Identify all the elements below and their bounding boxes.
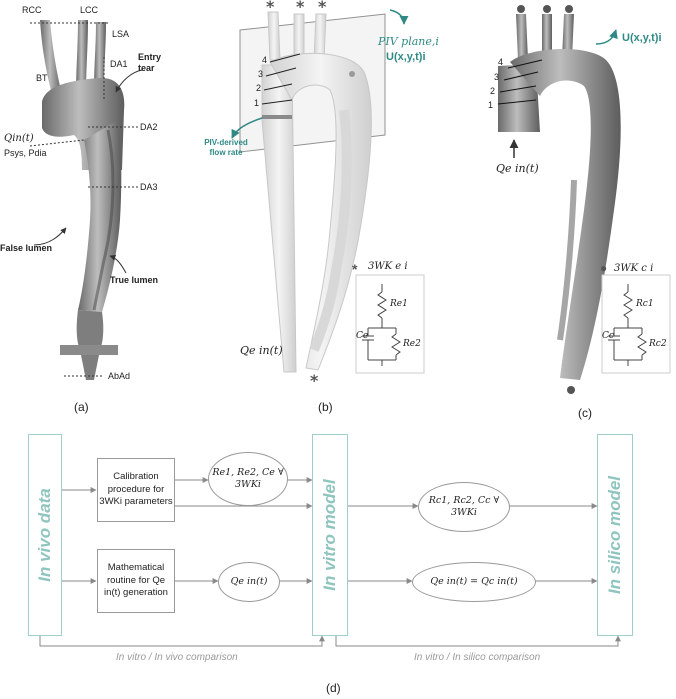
piv-plane-label: PIV plane,i	[378, 35, 439, 48]
plane-number-4-c: 4	[498, 57, 504, 67]
asterisk-icon: *	[352, 261, 358, 277]
lsa-label: LSA	[112, 29, 130, 39]
velocity-label-b: U(x,y,t)i	[386, 51, 426, 63]
phantom-model-b: * * * *	[231, 0, 409, 390]
plane-number-2-b: 2	[256, 83, 262, 93]
r2-label-b: Re2	[403, 339, 421, 349]
params-c-text: Rc1, Rc2, Cc ∀ 3WKi	[428, 494, 500, 518]
qe-ellipse: Qe in(t)	[218, 562, 280, 602]
plane-number-1-c: 1	[488, 100, 494, 110]
silico-comparison-label: In vitro / In silico comparison	[414, 652, 541, 663]
cfd-model-c	[497, 5, 621, 394]
false-lumen-label: False lumen	[0, 243, 53, 253]
in-vitro-box: In vitro model	[312, 434, 348, 636]
rcc-label: RCC	[22, 5, 42, 15]
aorta-model-a	[29, 20, 143, 380]
wk-label-c: 3WK c i	[614, 263, 654, 274]
abad-label: AbAd	[108, 371, 131, 381]
windkessel-circuit-c	[601, 274, 671, 374]
svg-text:*: *	[310, 371, 319, 390]
plane-number-3-c: 3	[494, 72, 500, 82]
calibration-box: Calibration procedure for 3WKi parameter…	[97, 458, 175, 522]
bt-label: BT	[36, 73, 48, 83]
piv-flow-rate-label: PIV-derived flow rate	[204, 138, 248, 157]
panel-a-caption: (a)	[74, 400, 89, 414]
panel-c-caption: (c)	[578, 406, 592, 420]
svg-text:*: *	[266, 0, 275, 16]
calibration-text: Calibration procedure for 3WKi parameter…	[99, 471, 173, 508]
c-label-b: Ce	[356, 331, 369, 341]
params-e-ellipse: Re1, Re2, Ce ∀ 3WKi	[208, 452, 288, 506]
psys-pdia-label: Psys, Pdia	[4, 148, 47, 158]
params-e-text: Re1, Re2, Ce ∀ 3WKi	[212, 466, 284, 490]
da1-label: DA1	[110, 59, 128, 69]
dot-icon: ●	[600, 261, 608, 275]
c-label-c: Cc	[602, 331, 614, 341]
r1-label-c: Rc1	[636, 299, 654, 309]
panel-d-caption: (d)	[326, 681, 341, 695]
flowchart-connectors	[37, 477, 621, 647]
velocity-label-c: U(x,y,t)i	[622, 32, 662, 44]
plane-number-2-c: 2	[490, 86, 496, 96]
in-silico-box: In silico model	[597, 434, 633, 636]
in-vitro-label: In vitro model	[320, 479, 339, 591]
in-silico-label: In silico model	[605, 475, 624, 595]
in-vivo-label: In vivo data	[35, 488, 54, 582]
true-lumen-label: True lumen	[110, 275, 159, 285]
math-routine-text: Mathematical routine for Qe in(t) genera…	[104, 562, 168, 599]
r1-label-b: Re1	[390, 299, 408, 309]
qe-eq-qc-text: Qe in(t) = Qc in(t)	[430, 575, 518, 587]
params-c-ellipse: Rc1, Rc2, Cc ∀ 3WKi	[418, 482, 510, 532]
qe-text: Qe in(t)	[230, 575, 268, 587]
vivo-comparison-label: In vitro / In vivo comparison	[116, 652, 238, 663]
wk-label-b: 3WK e i	[368, 261, 408, 272]
plane-number-1-b: 1	[254, 98, 260, 108]
in-vivo-box: In vivo data	[28, 434, 62, 636]
svg-text:*: *	[296, 0, 305, 16]
qin-label-c: Qe in(t)	[496, 162, 539, 175]
da3-label: DA3	[140, 182, 158, 192]
da2-label: DA2	[140, 122, 158, 132]
qe-eq-qc-ellipse: Qe in(t) = Qc in(t)	[412, 562, 536, 602]
plane-number-4-b: 4	[262, 55, 268, 65]
panel-b-caption: (b)	[318, 400, 333, 414]
windkessel-circuit-b	[355, 274, 425, 374]
r2-label-c: Rc2	[649, 339, 667, 349]
math-routine-box: Mathematical routine for Qe in(t) genera…	[97, 549, 175, 613]
qin-label-b: Qe in(t)	[240, 344, 283, 357]
entry-tear-label: Entry tear	[138, 52, 162, 73]
plane-number-3-b: 3	[258, 69, 264, 79]
lcc-label: LCC	[80, 5, 99, 15]
qin-label-a: Qin(t)	[4, 133, 34, 144]
svg-text:*: *	[318, 0, 327, 16]
